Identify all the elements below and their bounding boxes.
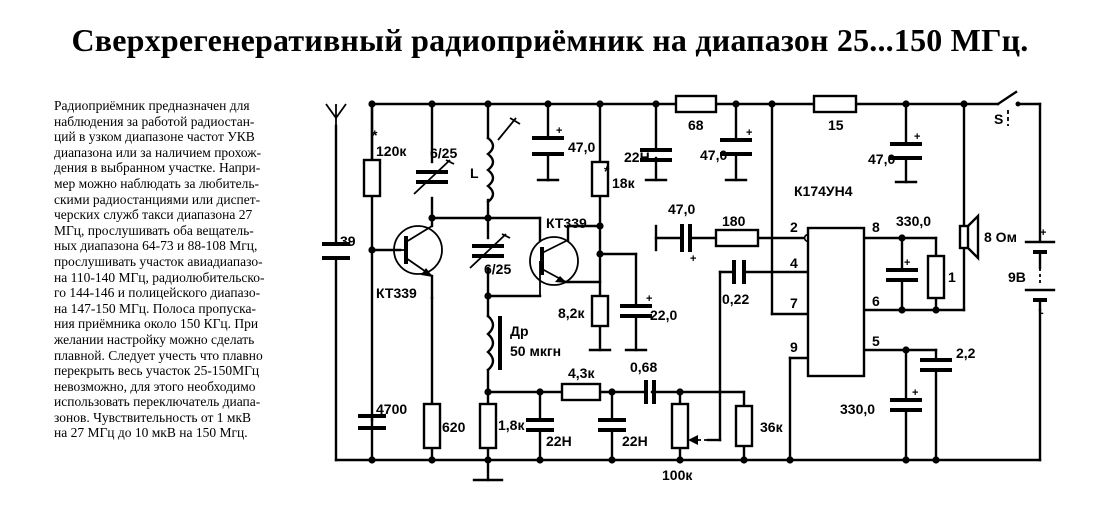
label-c068: 0,68 (630, 359, 657, 375)
label-c47d: 47,0 (668, 201, 695, 217)
description-line: невозможно, для этого необходимо (54, 378, 256, 394)
label-q1: КТ339 (376, 285, 417, 301)
transistor-q1 (393, 225, 443, 277)
inductor-L (486, 117, 521, 204)
label-r18k-mark: * (604, 163, 610, 179)
label-battery: 9В (1008, 269, 1026, 285)
resistors (362, 94, 946, 450)
pin-9: 9 (790, 339, 798, 355)
label-r82k: 8,2к (558, 305, 585, 321)
page-title: Сверхрегенеративный радиоприёмник на диа… (71, 22, 1029, 58)
description-line: скими радиостанциями или диспет- (54, 191, 261, 207)
description-line: го 144-146 и полицейского диапазо- (54, 285, 261, 301)
pin-2: 2 (790, 219, 798, 235)
pin-5: 5 (872, 333, 880, 349)
circuit-wires (334, 102, 1042, 482)
pin-4: 4 (790, 255, 798, 271)
capacitors (322, 136, 952, 432)
label-c22: 22,0 (650, 307, 677, 323)
label-c022: 0,22 (722, 291, 749, 307)
label-r68: 68 (688, 117, 704, 133)
description-line: ных диапазона 64-73 и 88-108 Мгц, (54, 238, 258, 254)
label-r100k: 100к (662, 467, 693, 483)
label-plus-a: + (556, 125, 562, 137)
power-switch (996, 90, 1021, 126)
label-c39: 39 (340, 233, 356, 249)
choke-dr (486, 314, 502, 372)
label-choke-val: 50 мкгн (510, 343, 561, 359)
label-plus-g: + (912, 387, 918, 399)
description-line: зонов. Чувствительность от 1 мкВ (54, 409, 252, 425)
description-line: ния приёмника около 150 КГц. При (54, 316, 259, 332)
label-c22n-b: 22Н (546, 433, 572, 449)
description-line: использовать переключатель диапа- (54, 394, 261, 410)
label-inductor-l: L (470, 165, 479, 181)
label-r18k: 18к (612, 175, 636, 191)
label-r180: 180 (722, 213, 746, 229)
description-line: перекрыть весь участок 25-150МГц (54, 363, 260, 379)
description-line: Радиоприёмник предназначен для (54, 98, 250, 113)
description-line: на 27 МГц до 10 мкВ на 150 Мгц. (54, 425, 248, 441)
pin-8: 8 (872, 219, 880, 235)
label-c47b: 47,0 (700, 147, 727, 163)
label-c330-b: 330,0 (840, 401, 875, 417)
pin-6: 6 (872, 293, 880, 309)
component-labels: * 120к 6/25 L 47,0 + 22Н 68 47,0 + 15 47… (340, 111, 1046, 483)
label-plus-bat: + (1040, 227, 1046, 239)
pot-wiper (688, 435, 708, 445)
description-line: плавной. Следует учесть что плавно (54, 347, 263, 363)
label-r43k: 4,3к (568, 365, 595, 381)
label-r120k-mark: * (372, 127, 378, 143)
trimmer-capacitors (413, 159, 511, 269)
description-line: наблюдения за работой радиостан- (54, 113, 255, 129)
label-c625a: 6/25 (430, 145, 457, 161)
description-line: черских служб такси диапазона 27 (54, 207, 253, 223)
label-c47a: 47,0 (568, 139, 595, 155)
label-plus-e: + (646, 293, 652, 305)
label-c4700: 4700 (376, 401, 407, 417)
description-line: дения в выбранном участке. Напри- (54, 160, 261, 176)
label-r15: 15 (828, 117, 844, 133)
description-line: прослушивать участок авиадиапазо- (54, 253, 263, 269)
label-choke: Др (510, 323, 529, 339)
label-c330: 330,0 (896, 213, 931, 229)
label-c22n-c: 22Н (622, 433, 648, 449)
label-plus-c: + (914, 131, 920, 143)
label-minus-bat: - (1040, 307, 1044, 319)
description-line: на 147-150 МГц. Полоса пропуска- (54, 300, 256, 316)
description-line: МГц, прослушивать оба вещатель- (54, 222, 254, 238)
description-line: на 110-140 МГц, радиолюбительско- (54, 269, 265, 285)
label-c22-b: 2,2 (956, 345, 976, 361)
label-c22n-a: 22Н (624, 149, 650, 165)
description-line: диапазона или за наличием прохож- (54, 144, 262, 160)
label-speaker: 8 Ом (984, 229, 1017, 245)
pin-7: 7 (790, 295, 798, 311)
speaker-icon (958, 213, 980, 261)
junction-dots (368, 100, 968, 464)
description-line: мер можно наблюдать за любитель- (54, 175, 260, 191)
label-r1: 1 (948, 269, 956, 285)
label-r620: 620 (442, 419, 466, 435)
label-ic: К174УН4 (794, 183, 853, 199)
transistor-q2 (529, 236, 579, 296)
description-line: ций в узком диапазоне частот УКВ (54, 129, 255, 145)
label-c625b: 6/25 (484, 261, 511, 277)
label-c47c: 47,0 (868, 151, 895, 167)
label-plus-f: + (904, 257, 910, 269)
label-r18k-b: 1,8к (498, 417, 525, 433)
description-line: желании настройку можно сделать (54, 331, 255, 347)
battery (1024, 240, 1056, 312)
label-q2: КТ339 (546, 215, 587, 231)
label-r120k: 120к (376, 143, 407, 159)
label-r36k: 36к (760, 419, 784, 435)
ic-k174un4 (806, 226, 866, 378)
label-plus-b: + (746, 127, 752, 139)
label-switch-s: S (994, 111, 1003, 127)
label-plus-d: + (690, 253, 696, 265)
